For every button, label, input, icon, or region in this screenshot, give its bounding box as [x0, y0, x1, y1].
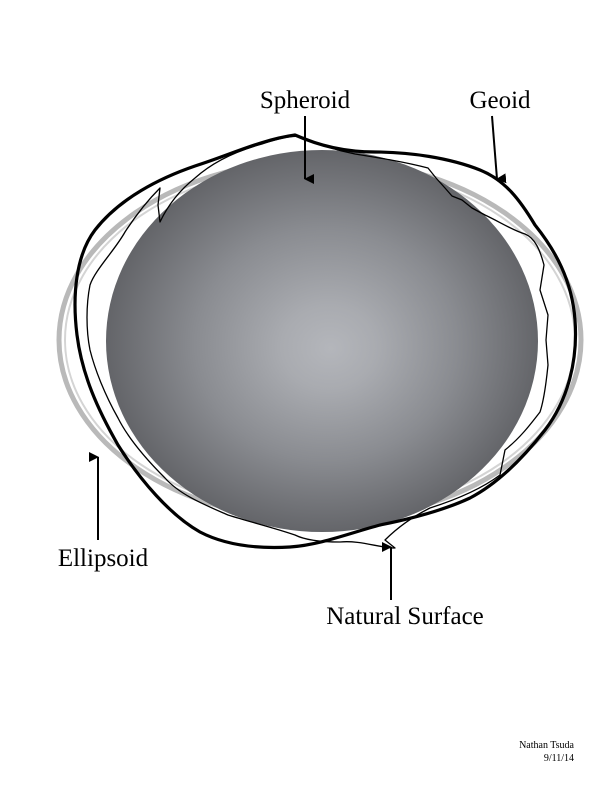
geoid-arrow	[491, 115, 507, 184]
author-credit: Nathan Tsuda 9/11/14	[519, 739, 574, 765]
author-name: Nathan Tsuda	[519, 740, 574, 751]
spheroid-label: Spheroid	[260, 87, 351, 114]
geoid-label: Geoid	[469, 87, 531, 114]
geoid-line	[73, 133, 578, 550]
credit-date: 9/11/14	[543, 753, 574, 764]
spheroid-shape	[106, 150, 538, 532]
natural-surface-line	[86, 135, 549, 549]
ellipsoid-label: Ellipsoid	[58, 545, 149, 572]
natural-surface-label: Natural Surface	[326, 603, 484, 630]
